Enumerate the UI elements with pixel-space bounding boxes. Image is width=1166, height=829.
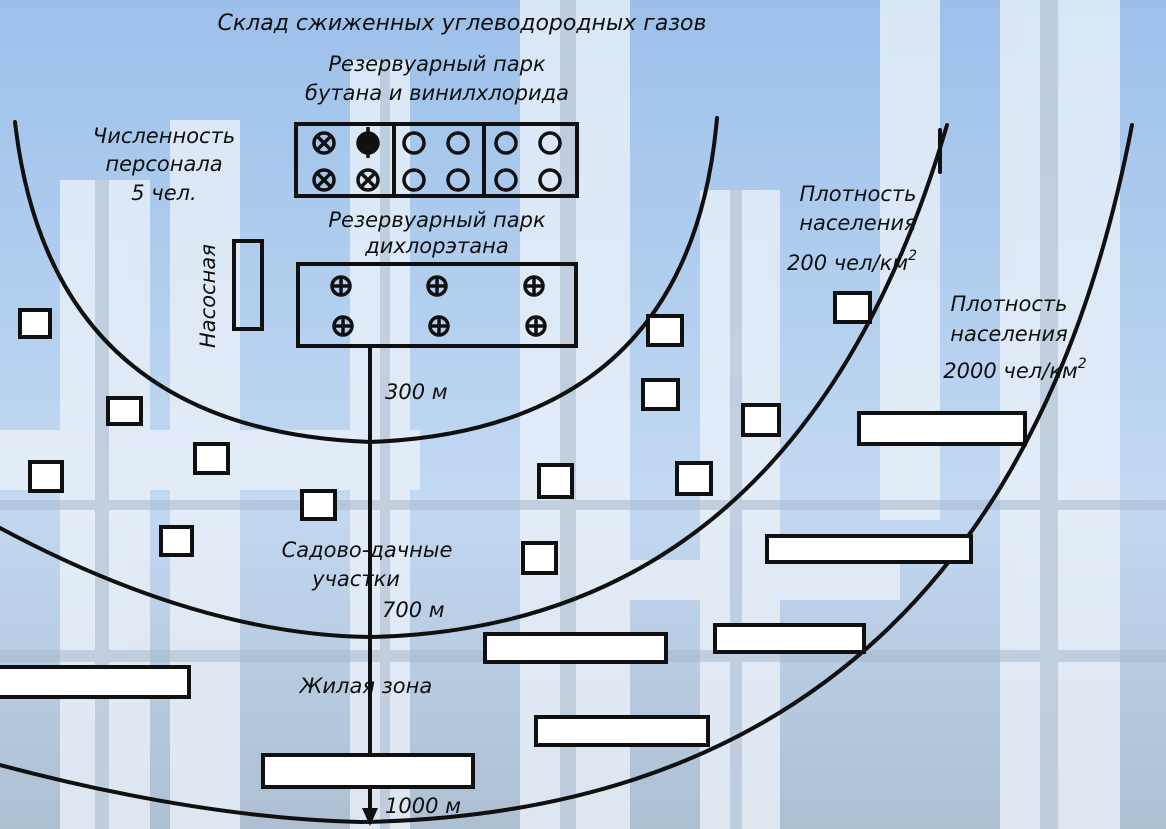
apartment-block xyxy=(0,667,189,697)
pump-station-label: Насосная xyxy=(198,244,219,348)
garden-plots-label-1: Садово-дачные xyxy=(282,540,453,561)
house xyxy=(161,527,192,555)
density-2000-value: 2000 чел/км2 xyxy=(943,357,1086,382)
garden-plots-label-2: участки xyxy=(312,569,400,590)
dichloroethane-park-label-2: дихлорэтана xyxy=(365,236,508,257)
house xyxy=(20,310,50,337)
apartment-block xyxy=(715,625,864,652)
house xyxy=(523,543,556,573)
density-2000-label-1: Плотность xyxy=(950,294,1067,315)
density-200-label-1: Плотность xyxy=(799,184,916,205)
house xyxy=(539,465,572,497)
house xyxy=(648,316,682,345)
distance-700-label: 700 м xyxy=(382,600,445,621)
apartment-block xyxy=(536,717,708,745)
apartment-block xyxy=(263,755,473,787)
house xyxy=(643,380,678,409)
apartment-block xyxy=(859,413,1025,444)
apartment-block xyxy=(485,634,666,662)
butane-park-label-1: Резервуарный парк xyxy=(328,54,545,75)
density-200-label-2: населения xyxy=(799,213,916,234)
tank-plus xyxy=(430,317,448,335)
tank-plus xyxy=(525,277,543,295)
distance-1000-label: 1000 м xyxy=(385,796,461,817)
distance-300-label: 300 м xyxy=(385,382,448,403)
dichloroethane-park-label-1: Резервуарный парк xyxy=(328,210,545,231)
diagram-title: Склад сжиженных углеводородных газов xyxy=(218,13,707,35)
tank-plus xyxy=(428,277,446,295)
staff-label-1: Численность xyxy=(93,126,235,147)
staff-label-2: персонала xyxy=(105,154,222,175)
tank-plus xyxy=(527,317,545,335)
house xyxy=(30,462,62,491)
density-2000-label-2: населения xyxy=(950,324,1067,345)
tank-plus xyxy=(332,277,350,295)
house xyxy=(108,398,141,424)
house xyxy=(677,463,711,494)
house xyxy=(743,405,779,435)
apartment-block xyxy=(767,536,971,562)
residential-zone-label: Жилая зона xyxy=(300,676,432,697)
house xyxy=(835,293,870,322)
house xyxy=(302,491,335,519)
staff-count: 5 чел. xyxy=(131,183,196,204)
house xyxy=(195,444,228,473)
density-200-value: 200 чел/км2 xyxy=(787,249,917,274)
butane-park-label-2: бутана и винилхлорида xyxy=(305,83,569,104)
tank-plus xyxy=(334,317,352,335)
